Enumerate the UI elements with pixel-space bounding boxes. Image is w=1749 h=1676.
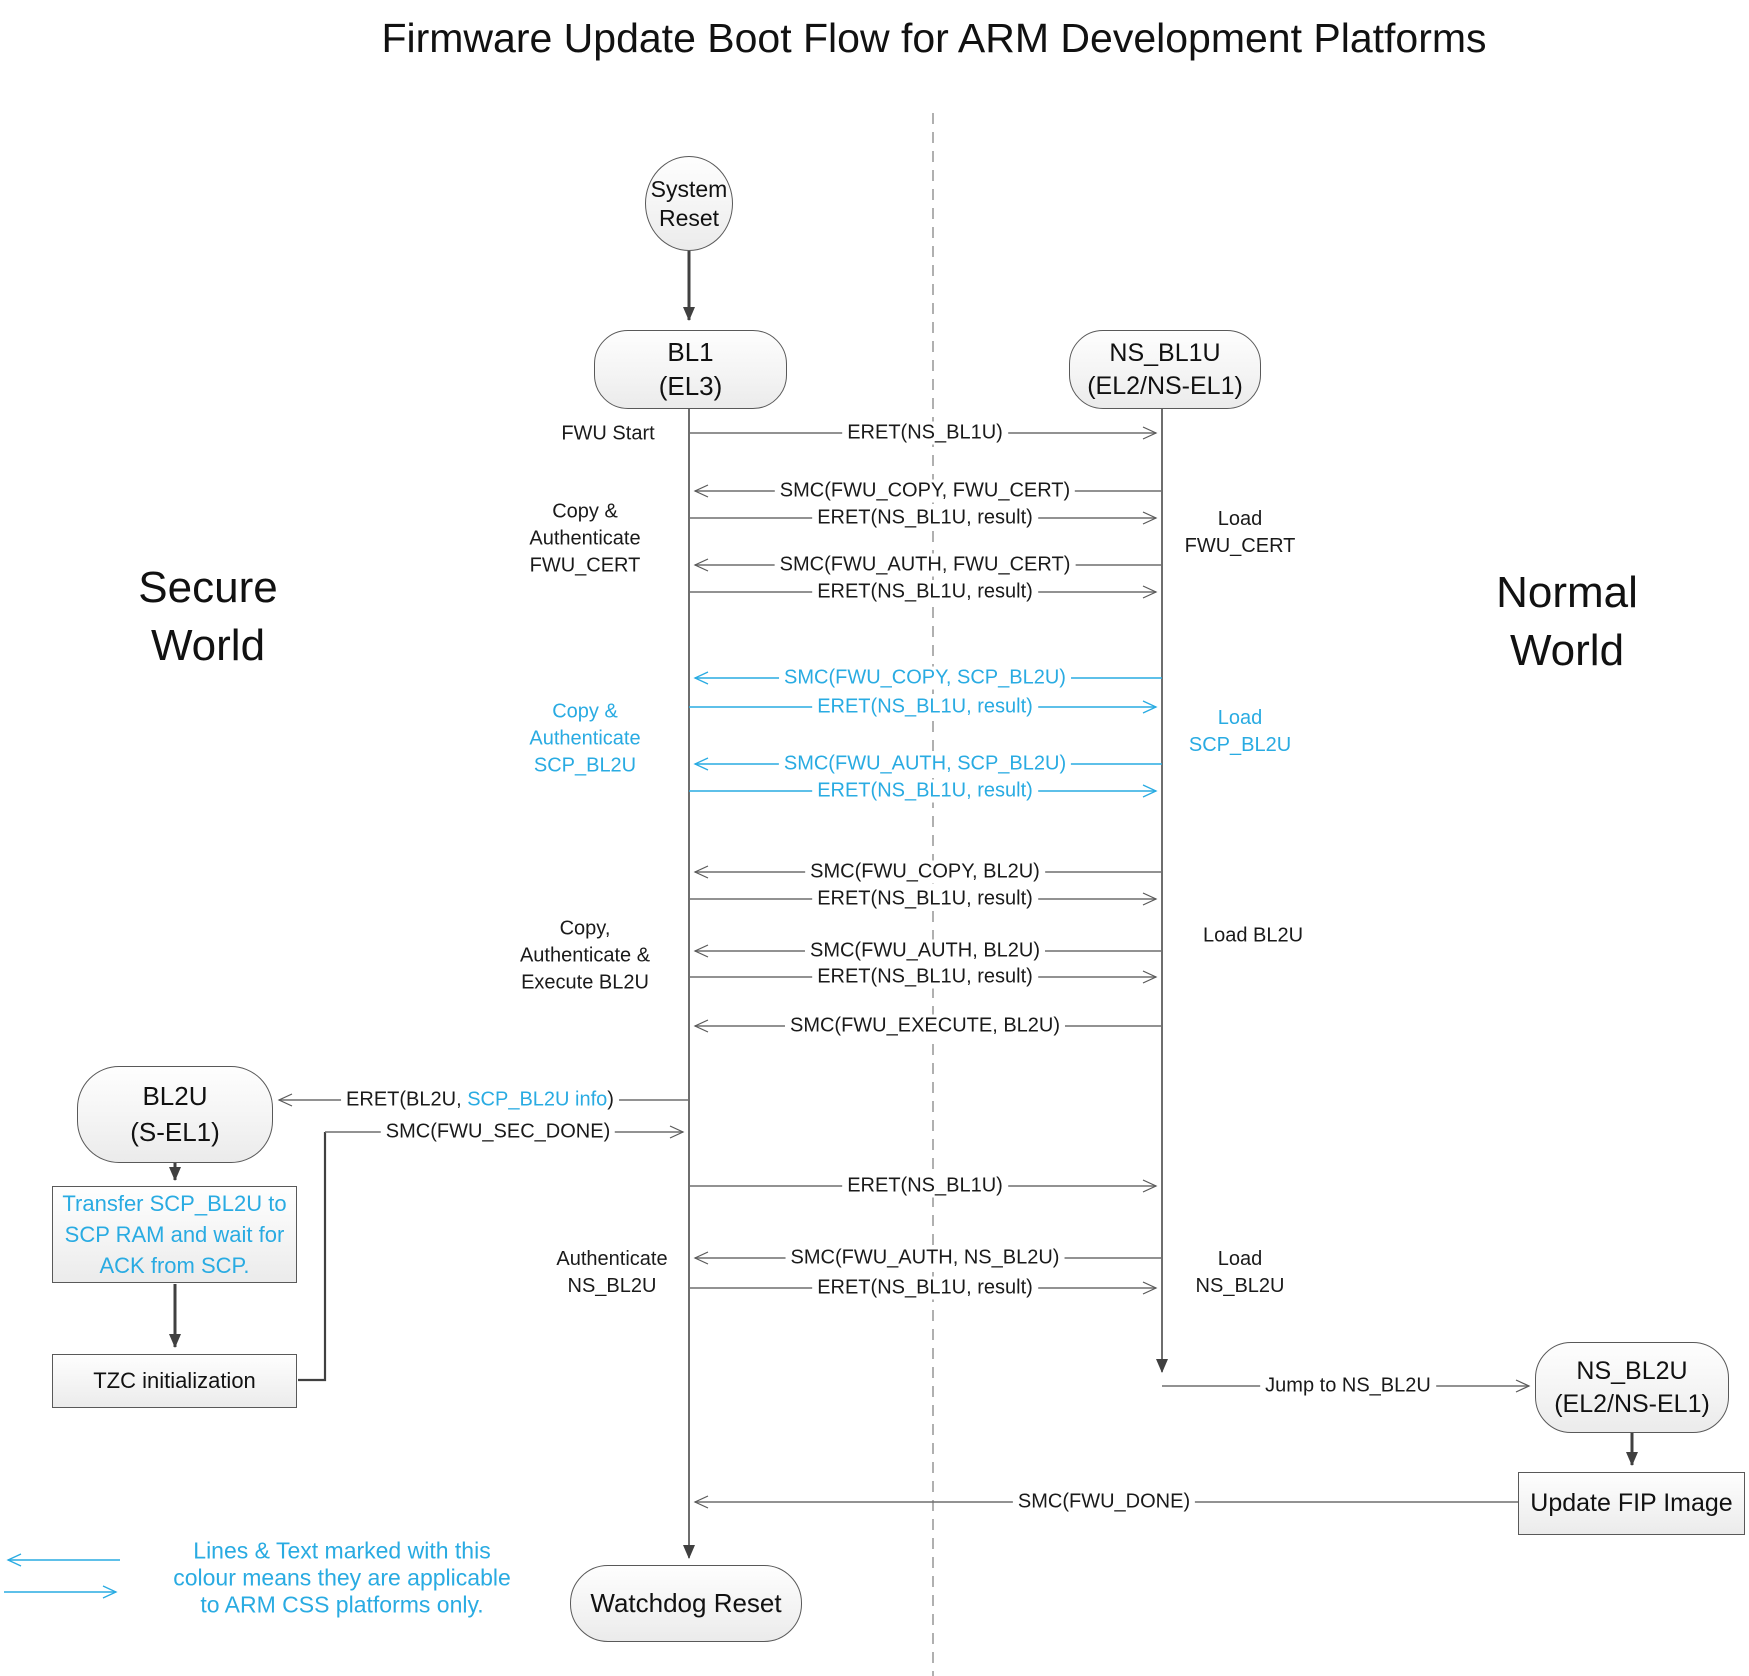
msg-eret-ns-bl1u-2: ERET(NS_BL1U)	[842, 1174, 1008, 1198]
msg-smc-auth-bl2u: SMC(FWU_AUTH, BL2U)	[804, 939, 1046, 963]
normal-world-label: Normal World	[1496, 567, 1638, 675]
diagram-title: Firmware Update Boot Flow for ARM Develo…	[381, 15, 1487, 61]
secure-world-label: Secure World	[138, 562, 278, 670]
ns-bl2u-label: NS_BL2U (EL2/NS-EL1)	[1554, 1357, 1710, 1418]
system-reset-node: System Reset	[645, 156, 733, 251]
msg-eret-result-2: ERET(NS_BL1U, result)	[812, 580, 1038, 604]
ns-bl1u-node: NS_BL1U (EL2/NS-EL1)	[1069, 330, 1261, 409]
msg-eret-bl2u-suffix: )	[607, 1088, 614, 1111]
msg-smc-auth-fwu-cert: SMC(FWU_AUTH, FWU_CERT)	[774, 553, 1076, 577]
msg-eret-ns-bl1u: ERET(NS_BL1U)	[842, 421, 1008, 445]
copy-auth-exec-bl2u-label: Copy, Authenticate & Execute BL2U	[519, 917, 651, 994]
msg-eret-bl2u-scp-info: SCP_BL2U info	[467, 1088, 608, 1111]
msg-smc-fwu-sec-done: SMC(FWU_SEC_DONE)	[380, 1120, 616, 1144]
msg-smc-copy-fwu-cert: SMC(FWU_COPY, FWU_CERT)	[774, 479, 1076, 503]
bl2u-label: BL2U (S-EL1)	[130, 1081, 220, 1147]
load-scp-bl2u-label: Load SCP_BL2U	[1188, 707, 1292, 756]
msg-jump-to-ns-bl2u: Jump to NS_BL2U	[1260, 1374, 1436, 1398]
msg-smc-auth-ns-bl2u: SMC(FWU_AUTH, NS_BL2U)	[785, 1246, 1065, 1270]
bl2u-node: BL2U (S-EL1)	[77, 1066, 273, 1163]
load-bl2u-label: Load BL2U	[1202, 924, 1304, 947]
bl1-label: BL1 (EL3)	[658, 336, 723, 401]
tzc-to-smc-sec-done-elbow	[298, 1132, 327, 1382]
load-ns-bl2u-label: Load NS_BL2U	[1195, 1248, 1285, 1297]
system-reset-label: System Reset	[650, 175, 728, 231]
legend-note: Lines & Text marked with this colour mea…	[173, 1537, 511, 1618]
watchdog-reset-node: Watchdog Reset	[570, 1565, 802, 1642]
msg-eret-bl2u-prefix: ERET(BL2U,	[346, 1088, 468, 1111]
msg-smc-fwu-done: SMC(FWU_DONE)	[1012, 1490, 1196, 1514]
watchdog-reset-label: Watchdog Reset	[590, 1588, 782, 1618]
msg-smc-copy-bl2u: SMC(FWU_COPY, BL2U)	[805, 860, 1045, 884]
ns-bl1u-label: NS_BL1U (EL2/NS-EL1)	[1087, 339, 1243, 400]
authenticate-ns-bl2u-label: Authenticate NS_BL2U	[556, 1248, 668, 1297]
msg-eret-result-1: ERET(NS_BL1U, result)	[812, 506, 1038, 530]
update-fip-image-label: Update FIP Image	[1530, 1489, 1733, 1517]
tzc-initialization-label: TZC initialization	[93, 1368, 256, 1393]
msg-smc-auth-scp-bl2u: SMC(FWU_AUTH, SCP_BL2U)	[778, 752, 1072, 776]
copy-auth-fwu-cert-label: Copy & Authenticate FWU_CERT	[529, 500, 641, 577]
msg-eret-bl2u: ERET(BL2U, SCP_BL2U info)	[341, 1088, 619, 1112]
ns-bl2u-node: NS_BL2U (EL2/NS-EL1)	[1535, 1342, 1729, 1433]
msg-smc-execute-bl2u: SMC(FWU_EXECUTE, BL2U)	[784, 1014, 1066, 1038]
copy-auth-scp-bl2u-label: Copy & Authenticate SCP_BL2U	[529, 700, 641, 777]
msg-eret-result-6: ERET(NS_BL1U, result)	[812, 965, 1038, 989]
msg-smc-copy-scp-bl2u: SMC(FWU_COPY, SCP_BL2U)	[779, 666, 1071, 690]
transfer-scp-label: Transfer SCP_BL2U to SCP RAM and wait fo…	[62, 1190, 287, 1279]
tzc-initialization-node: TZC initialization	[52, 1354, 297, 1408]
msg-eret-result-7: ERET(NS_BL1U, result)	[812, 1276, 1038, 1300]
bl1-node: BL1 (EL3)	[594, 330, 787, 409]
fwu-start-label: FWU Start	[561, 422, 655, 445]
msg-eret-result-5: ERET(NS_BL1U, result)	[812, 887, 1038, 911]
transfer-scp-node: Transfer SCP_BL2U to SCP RAM and wait fo…	[52, 1186, 297, 1283]
load-fwu-cert-label: Load FWU_CERT	[1184, 508, 1296, 557]
msg-eret-result-3: ERET(NS_BL1U, result)	[812, 695, 1038, 719]
msg-eret-result-4: ERET(NS_BL1U, result)	[812, 779, 1038, 803]
update-fip-image-node: Update FIP Image	[1518, 1472, 1745, 1535]
